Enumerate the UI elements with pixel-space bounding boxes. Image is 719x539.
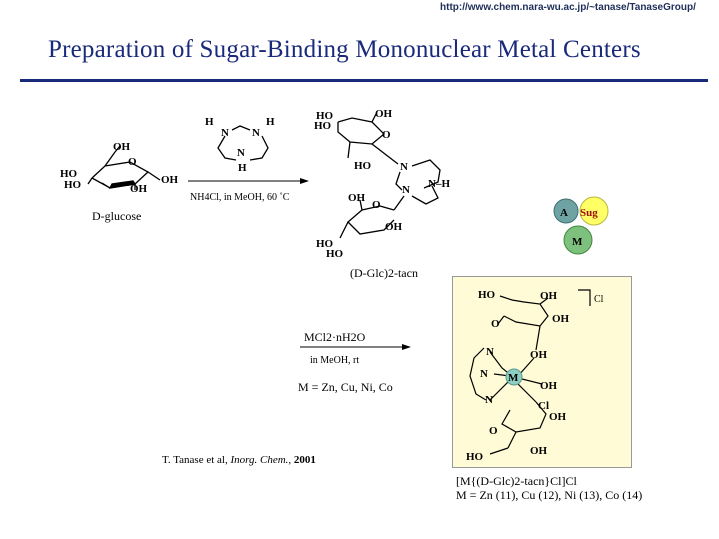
glc2tacn-oh-lower-2: OH bbox=[385, 221, 403, 233]
complex-ho-top: HO bbox=[478, 289, 496, 301]
glucose-ring-o: O bbox=[128, 156, 137, 168]
legend-sug-label: Sug bbox=[580, 207, 598, 219]
glc2tacn-ho-lower-2: HO bbox=[326, 248, 344, 260]
tacn-n-left: N bbox=[221, 127, 229, 139]
tacn-h-right: H bbox=[266, 116, 275, 128]
complex-formula-line2: M = Zn (11), Cu (12), Ni (13), Co (14) bbox=[456, 488, 643, 502]
glucose-structure bbox=[87, 145, 161, 190]
glucose-ho-2: HO bbox=[64, 179, 82, 191]
glucose-oh-anomeric: OH bbox=[161, 174, 179, 186]
step2-reagent: MCl2·nH2O bbox=[304, 330, 366, 344]
citation-year: 2001 bbox=[293, 454, 316, 466]
complex-metal-label: M bbox=[508, 372, 519, 384]
glucose-oh-bottom: OH bbox=[130, 183, 148, 195]
glucose-oh-top: OH bbox=[113, 141, 131, 153]
legend-m-label: M bbox=[572, 236, 583, 248]
complex-oh-upper-2: OH bbox=[552, 313, 570, 325]
metal-center-circle bbox=[505, 368, 523, 386]
complex-oh-coord-2: OH bbox=[540, 380, 558, 392]
glc2tacn-nh: N–H bbox=[428, 178, 450, 190]
glc2tacn-oh-top: OH bbox=[375, 108, 393, 120]
tacn-structure bbox=[217, 125, 269, 161]
glc2tacn-ho-1: HO bbox=[316, 110, 334, 122]
complex-cl-coord: Cl bbox=[538, 400, 549, 412]
glc2-tacn-structure bbox=[337, 113, 441, 239]
glc2tacn-ho-2: HO bbox=[314, 120, 332, 132]
tacn-n-right: N bbox=[252, 127, 260, 139]
legend-m-circle bbox=[563, 225, 593, 255]
glc2tacn-o-lower: O bbox=[372, 199, 381, 211]
glc2tacn-n-lower: N bbox=[402, 184, 410, 196]
complex-ho-bottom: HO bbox=[466, 451, 484, 463]
step2-conditions: in MeOH, rt bbox=[310, 355, 359, 366]
tacn-n-bottom: N bbox=[237, 147, 245, 159]
complex-oh-top: OH bbox=[540, 290, 558, 302]
complex-formula: [M{(D-Glc)2-tacn}Cl]Cl M = Zn (11), Cu (… bbox=[456, 474, 642, 502]
glucose-name: D-glucose bbox=[92, 209, 141, 223]
title-underline bbox=[20, 79, 708, 82]
citation: T. Tanase et al, Inorg. Chem., 2001 bbox=[162, 454, 316, 466]
citation-journal: Inorg. Chem., bbox=[230, 454, 292, 466]
legend-a-circle bbox=[553, 198, 579, 224]
tacn-h-left: H bbox=[205, 116, 214, 128]
tacn-h-bottom: H bbox=[238, 162, 247, 174]
legend-a-label: A bbox=[560, 207, 568, 219]
reaction-arrow-2 bbox=[300, 344, 411, 350]
citation-authors: T. Tanase et al, bbox=[162, 454, 228, 466]
complex-formula-line1: [M{(D-Glc)2-tacn}Cl]Cl bbox=[456, 474, 577, 488]
complex-n-mid: N bbox=[480, 368, 488, 380]
complex-oh-lower-1: OH bbox=[549, 411, 567, 423]
step2-metals: M = Zn, Cu, Ni, Co bbox=[298, 380, 393, 394]
reaction-arrow-1 bbox=[188, 178, 309, 184]
glucose-ho-1: HO bbox=[60, 168, 78, 180]
glc2tacn-n-upper: N bbox=[400, 161, 408, 173]
complex-n-top: N bbox=[486, 346, 494, 358]
binding-legend bbox=[553, 196, 609, 255]
legend-sugar-circle bbox=[579, 196, 609, 226]
complex-oh-lower-2: OH bbox=[530, 445, 548, 457]
glc2tacn-oh-lower-1: OH bbox=[348, 192, 366, 204]
complex-o-lower: O bbox=[489, 425, 498, 437]
complex-structure bbox=[469, 289, 591, 455]
glc2-tacn-name: (D-Glc)2-tacn bbox=[350, 266, 418, 280]
complex-oh-coord-1: OH bbox=[530, 349, 548, 361]
slide-title: Preparation of Sugar-Binding Mononuclear… bbox=[48, 36, 641, 63]
complex-n-bottom: N bbox=[485, 394, 493, 406]
glc2tacn-ho-lower-1: HO bbox=[316, 238, 334, 250]
complex-o-upper: O bbox=[491, 318, 500, 330]
glc2tacn-o-upper: O bbox=[382, 129, 391, 141]
complex-counter-cl: Cl bbox=[594, 294, 604, 305]
glc2tacn-ho-mid: HO bbox=[354, 160, 372, 172]
source-url[interactable]: http://www.chem.nara-wu.ac.jp/~tanase/Ta… bbox=[440, 2, 696, 13]
step1-conditions: NH4Cl, in MeOH, 60 ˚C bbox=[190, 192, 290, 203]
